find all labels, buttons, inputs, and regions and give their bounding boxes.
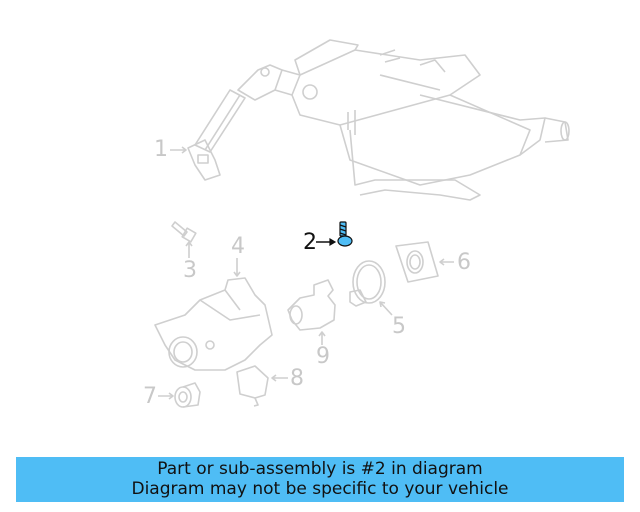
parts-diagram: 1 2 3 4 5 6 7 8 9: [143, 39, 570, 409]
lock-cap-7-drawing: [174, 382, 201, 408]
exploded-view-drawing: [154, 39, 570, 408]
banner-line-disclaimer: Diagram may not be specific to your vehi…: [131, 479, 509, 499]
steering-column-drawing: [187, 39, 570, 201]
callout-9[interactable]: 9: [316, 344, 330, 369]
bezel-6-drawing: [395, 241, 439, 283]
antenna-ring-5-drawing: [349, 260, 386, 307]
callout-7[interactable]: 7: [143, 384, 157, 409]
info-banner: Part or sub-assembly is #2 in diagram Di…: [16, 457, 624, 502]
callout-2[interactable]: 2: [303, 230, 317, 255]
leader-lines: [158, 146, 454, 400]
bolt-2-highlighted: [316, 221, 353, 247]
callout-8[interactable]: 8: [290, 366, 304, 391]
lock-cylinder-9-drawing: [287, 279, 336, 331]
callout-5[interactable]: 5: [392, 314, 406, 339]
ignition-housing-drawing: [154, 277, 273, 371]
switch-8-drawing: [236, 365, 269, 407]
callout-4[interactable]: 4: [231, 234, 245, 259]
callout-1[interactable]: 1: [154, 137, 168, 162]
banner-line-part: Part or sub-assembly is #2 in diagram: [157, 459, 483, 479]
callout-6[interactable]: 6: [457, 250, 471, 275]
callout-3[interactable]: 3: [183, 258, 197, 283]
bolt-3-drawing: [171, 221, 197, 243]
